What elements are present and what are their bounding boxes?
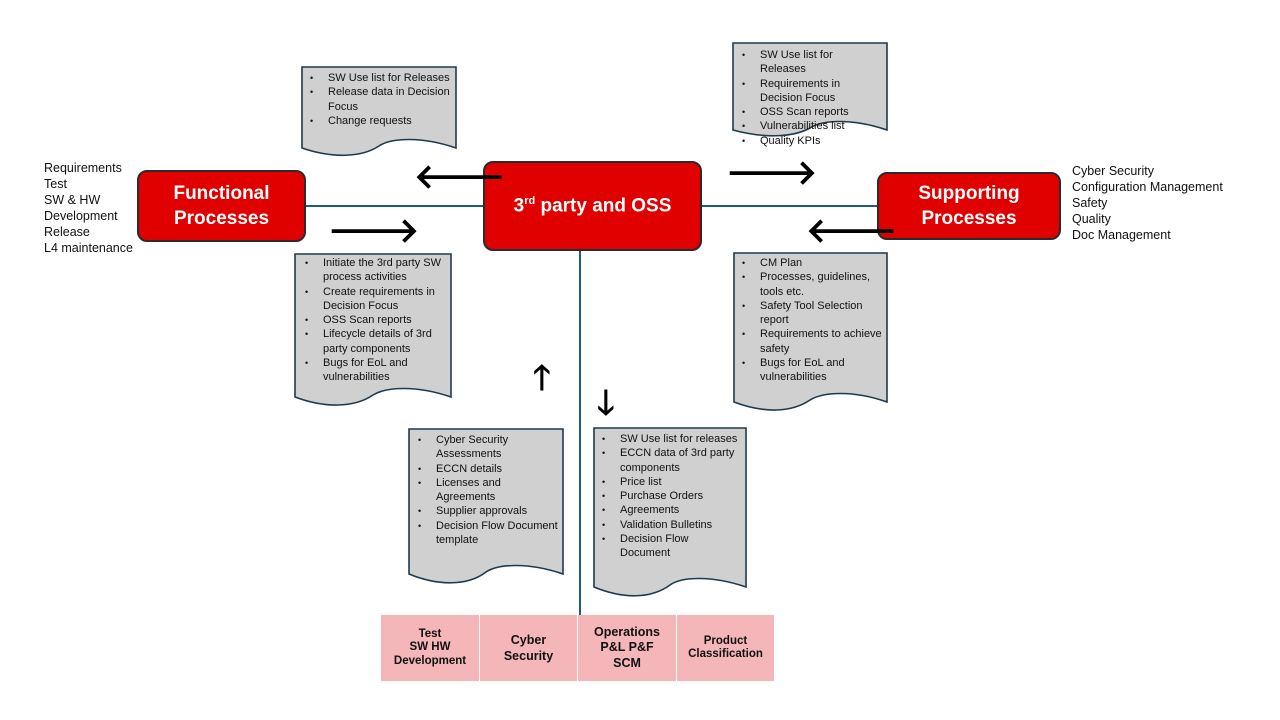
- list-item: Decision Flow Document: [602, 532, 738, 561]
- list-item: CM Plan: [742, 256, 888, 271]
- list-item: Requirements in Decision Focus: [742, 77, 878, 106]
- list-item: Requirements to achieve safety: [742, 327, 888, 356]
- doc-supporting-inputs: CM Plan Processes, guidelines, tools etc…: [733, 252, 888, 414]
- list-item: ECCN details: [418, 462, 560, 477]
- list-item: Test: [44, 177, 67, 191]
- list-item: SW Use list for Releases: [310, 71, 450, 86]
- list-item: Bugs for EoL and vulnerabilities: [742, 356, 888, 385]
- doc-supporting-outputs: SW Use list for Releases Requirements in…: [732, 42, 888, 148]
- center-title-base: 3: [513, 195, 525, 217]
- arrow-down-icon: 🡓: [597, 384, 615, 422]
- bottom-box-cyber-security: Cyber Security: [480, 615, 577, 681]
- arrow-right-icon: 🡒: [726, 154, 818, 192]
- functional-title-line2: Processes: [173, 208, 270, 229]
- list-item: Create requirements in Decision Focus: [305, 285, 449, 314]
- list-item: Configuration Management: [1072, 180, 1223, 194]
- list-item: L4 maintenance: [44, 241, 133, 255]
- list-item: Requirements: [44, 161, 122, 175]
- list-item: SW Use list for releases: [602, 432, 738, 447]
- list-item: Agreements: [602, 503, 738, 518]
- list-item: Quality: [1072, 212, 1111, 226]
- list-item: OSS Scan reports: [742, 105, 878, 120]
- box-line: Cyber: [510, 633, 547, 647]
- arrow-left-icon: 🡐: [414, 158, 506, 196]
- supporting-processes-box: Supporting Processes: [877, 172, 1061, 240]
- list-item: Safety Tool Selection report: [742, 299, 888, 328]
- doc-functional-outputs: SW Use list for Releases Release data in…: [301, 66, 457, 158]
- doc-bottom-outputs: SW Use list for releases ECCN data of 3r…: [593, 427, 747, 601]
- third-party-oss-box: 3rd party and OSS: [483, 161, 702, 251]
- functional-processes-box: Functional Processes: [137, 170, 306, 242]
- list-item: Price list: [602, 475, 738, 490]
- list-item: Release data in Decision Focus: [310, 85, 450, 114]
- box-line: P&L P&F: [600, 640, 654, 655]
- doc-functional-inputs: Initiate the 3rd party SW process activi…: [294, 253, 452, 409]
- list-item: OSS Scan reports: [305, 313, 449, 328]
- list-item: Initiate the 3rd party SW process activi…: [305, 256, 449, 285]
- box-line: Operations: [594, 624, 660, 639]
- list-item: Doc Management: [1072, 228, 1171, 242]
- box-line: Development: [393, 654, 467, 667]
- list-item: Decision Flow Document template: [418, 519, 560, 548]
- box-line: SW HW: [409, 641, 451, 654]
- arrow-up-icon: 🡑: [533, 359, 551, 397]
- list-item: Release: [44, 225, 90, 239]
- center-title-rest: party and OSS: [535, 195, 672, 217]
- box-line: Security: [503, 649, 554, 663]
- list-item: Lifecycle details of 3rd party component…: [305, 327, 449, 356]
- list-item: Vulnerabilities list: [742, 119, 878, 134]
- list-item: Change requests: [310, 114, 450, 129]
- list-item: Bugs for EoL and vulnerabilities: [305, 356, 449, 385]
- arrow-right-icon: 🡒: [328, 212, 420, 250]
- box-line: SCM: [613, 655, 641, 670]
- list-item: Validation Bulletins: [602, 518, 738, 533]
- list-item: SW & HW: [44, 193, 101, 207]
- list-item: Development: [44, 209, 118, 223]
- list-item: Supplier approvals: [418, 504, 560, 519]
- center-title-sup: rd: [524, 194, 536, 207]
- box-line: Product: [703, 634, 748, 647]
- list-item: Safety: [1072, 196, 1108, 210]
- list-item: Processes, guidelines, tools etc.: [742, 270, 888, 299]
- box-line: Test: [418, 627, 442, 640]
- list-item: Quality KPIs: [742, 134, 878, 149]
- functional-activities-list: Requirements Test SW & HW Development Re…: [44, 160, 133, 256]
- supporting-activities-list: Cyber Security Configuration Management …: [1072, 163, 1223, 243]
- bottom-box-product-classification: Product Classification: [677, 615, 774, 681]
- bottom-box-operations: Operations P&L P&F SCM: [578, 615, 676, 681]
- arrow-left-icon: 🡐: [806, 212, 898, 250]
- list-item: Licenses and Agreements: [418, 476, 560, 505]
- supporting-title-line1: Supporting: [918, 183, 1020, 204]
- list-item: ECCN data of 3rd party components: [602, 446, 738, 475]
- box-line: Classification: [688, 648, 763, 660]
- list-item: Cyber Security: [1072, 164, 1154, 178]
- list-item: SW Use list for Releases: [742, 48, 878, 77]
- list-item: Purchase Orders: [602, 489, 738, 504]
- bottom-box-test-development: Test SW HW Development: [381, 615, 479, 681]
- functional-title-line1: Functional: [173, 183, 270, 204]
- supporting-title-line2: Processes: [921, 208, 1017, 229]
- list-item: Cyber Security Assessments: [418, 433, 560, 462]
- doc-bottom-inputs: Cyber Security Assessments ECCN details …: [408, 428, 564, 588]
